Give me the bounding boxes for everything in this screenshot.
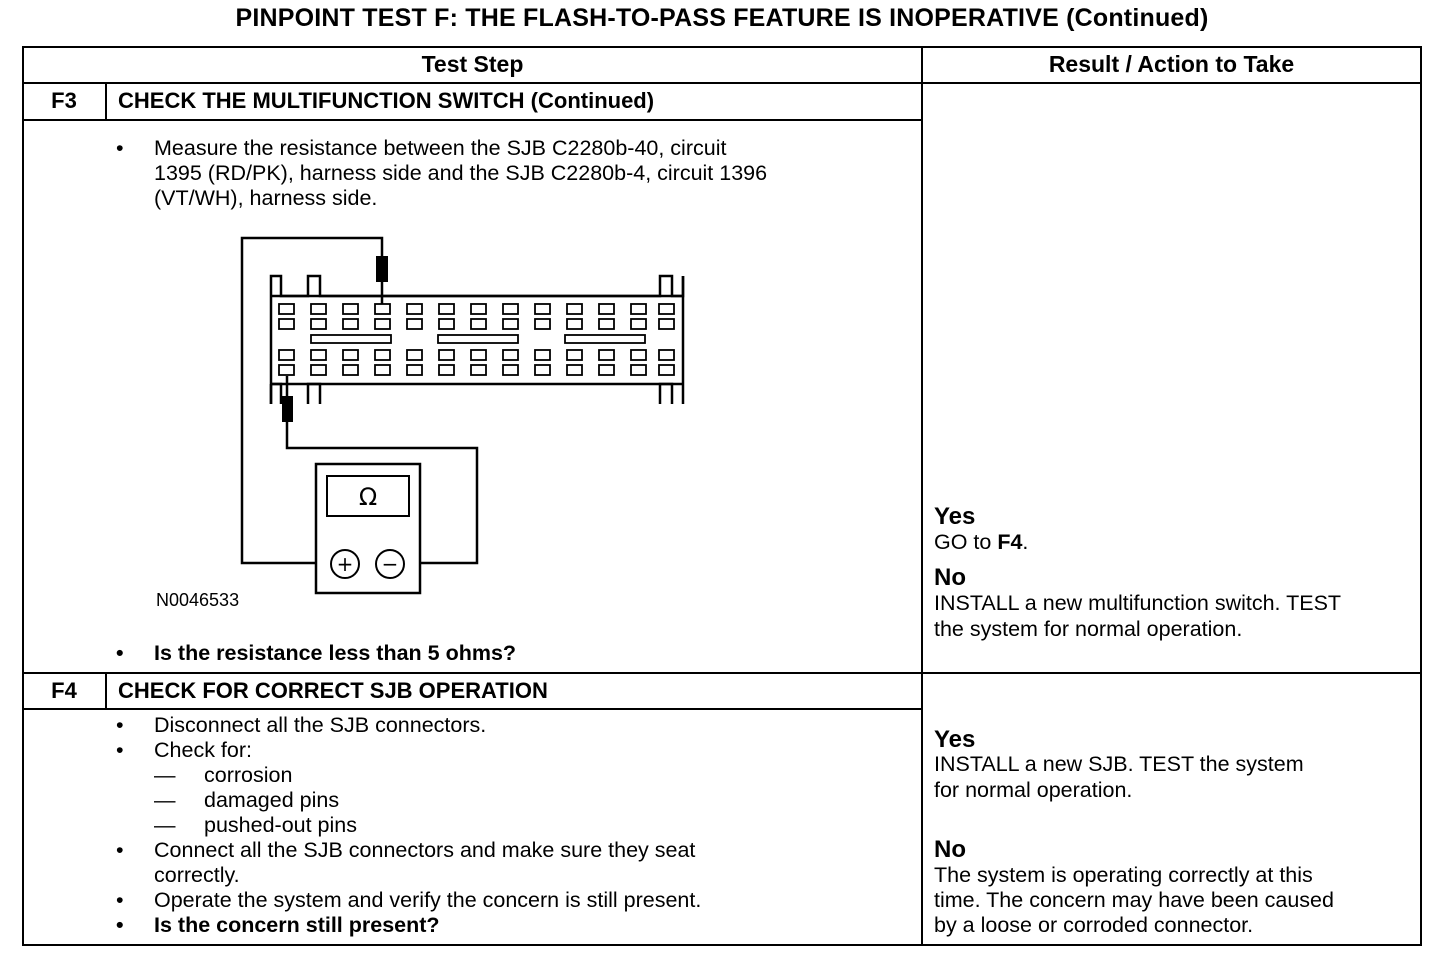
f4-no-action-1: The system is operating correctly at thi… [934, 863, 1313, 887]
page-title: PINPOINT TEST F: THE FLASH-TO-PASS FEATU… [235, 4, 1209, 32]
step-title-f4: CHECK FOR CORRECT SJB OPERATION [118, 678, 548, 703]
f3-no-action-1: INSTALL a new multifunction switch. TEST [934, 591, 1342, 615]
minus-terminal: − [382, 552, 399, 576]
f3-yes-action: GO to F4. [934, 530, 1029, 554]
header-result-action: Result / Action to Take [1048, 51, 1295, 77]
step-id-f4: F4 [51, 678, 77, 703]
step-title-f3: CHECK THE MULTIFUNCTION SWITCH (Continue… [118, 88, 655, 113]
f4-yes-action-1: INSTALL a new SJB. TEST the system [934, 752, 1304, 776]
connector-ohmmeter-diagram: Ω + − [240, 236, 710, 595]
f3-yes-label: Yes [934, 503, 976, 530]
f4-no-action-3: by a loose or corroded connector. [934, 913, 1254, 937]
f4-yes-action-2: for normal operation. [934, 778, 1133, 802]
header-test-step: Test Step [421, 51, 524, 77]
ohm-symbol: Ω [359, 483, 377, 511]
f3-no-label: No [934, 564, 966, 591]
f4-yes-label: Yes [934, 726, 976, 753]
plus-terminal: + [337, 552, 354, 576]
f4-no-label: No [934, 836, 966, 863]
step-id-f3: F3 [51, 88, 77, 113]
f3-no-action-2: the system for normal operation. [934, 617, 1243, 641]
f4-no-action-2: time. The concern may have been caused [934, 888, 1334, 912]
figure-label: N0046533 [156, 590, 240, 610]
